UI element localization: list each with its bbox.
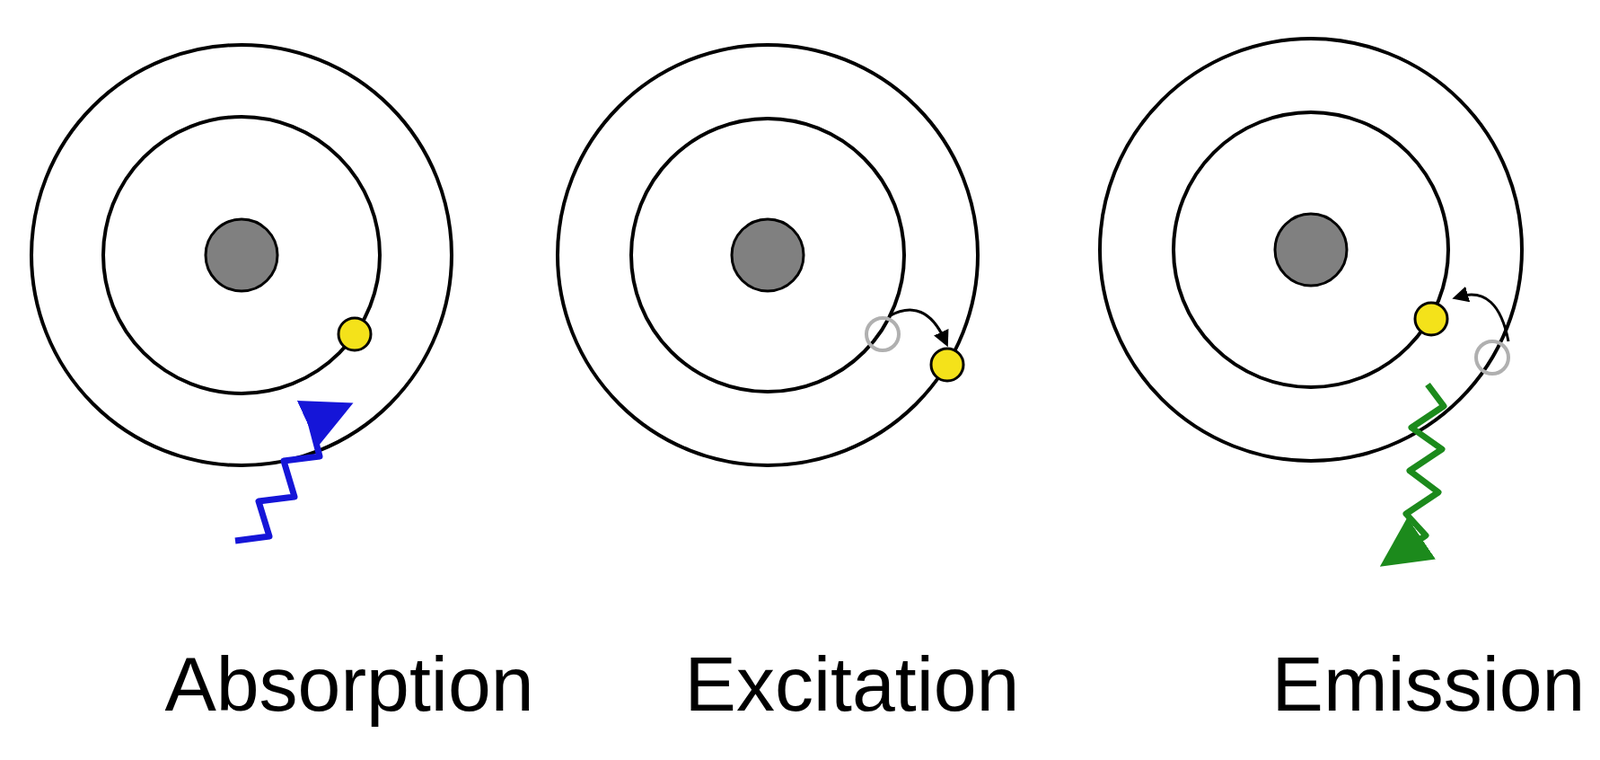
atom-excitation	[557, 44, 978, 466]
atom-emission	[1099, 38, 1522, 553]
process-label: Emission	[1272, 639, 1586, 729]
atom-absorption	[31, 44, 452, 541]
process-label: Excitation	[685, 639, 1020, 729]
process-label: Absorption	[164, 639, 534, 729]
